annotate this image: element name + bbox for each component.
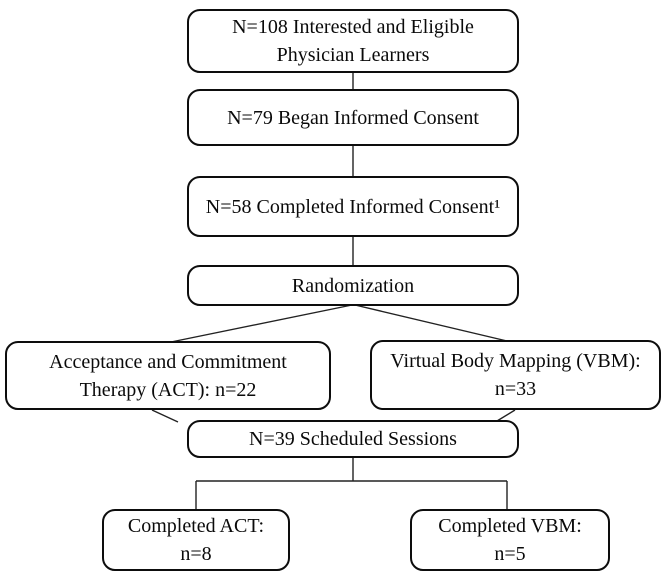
- edge-randomization-vbm: [354, 304, 508, 342]
- node-scheduled-sessions-line1: N=39 Scheduled Sessions: [249, 428, 457, 450]
- node-completed-consent-line1: N=58 Completed Informed Consent¹: [205, 195, 501, 218]
- node-completed-consent: N=58 Completed Informed Consent¹: [187, 176, 519, 237]
- node-began-consent-line1: N=79 Began Informed Consent: [227, 106, 479, 129]
- node-completed-act-line1: Completed ACT:: [127, 515, 265, 537]
- edge-vbm-scheduled: [496, 409, 516, 422]
- edge-randomization-act: [170, 304, 353, 343]
- node-act-arm-line1: Acceptance and Commitment: [49, 350, 287, 373]
- node-vbm-arm: Virtual Body Mapping (VBM): n=33: [370, 340, 661, 410]
- edge-act-scheduled: [151, 409, 179, 423]
- node-completed-vbm-line2: n=5: [494, 543, 526, 565]
- node-completed-vbm-line1: Completed VBM:: [438, 515, 582, 537]
- node-completed-vbm: Completed VBM: n=5: [410, 509, 610, 571]
- node-randomization-line1: Randomization: [291, 274, 415, 297]
- node-randomization: Randomization: [187, 265, 519, 306]
- node-act-arm-line2: Therapy (ACT): n=22: [79, 378, 257, 401]
- node-completed-act-line2: n=8: [180, 543, 212, 565]
- node-act-arm: Acceptance and Commitment Therapy (ACT):…: [5, 341, 331, 410]
- node-completed-act: Completed ACT: n=8: [102, 509, 290, 571]
- node-eligible: N=108 Interested and Eligible Physician …: [187, 9, 519, 73]
- node-eligible-line1: N=108 Interested and Eligible: [232, 16, 474, 38]
- node-eligible-line2: Physician Learners: [276, 44, 430, 66]
- node-began-consent: N=79 Began Informed Consent: [187, 89, 519, 146]
- node-scheduled-sessions: N=39 Scheduled Sessions: [187, 420, 519, 458]
- node-vbm-arm-line1: Virtual Body Mapping (VBM):: [390, 350, 641, 372]
- node-vbm-arm-line2: n=33: [494, 378, 537, 400]
